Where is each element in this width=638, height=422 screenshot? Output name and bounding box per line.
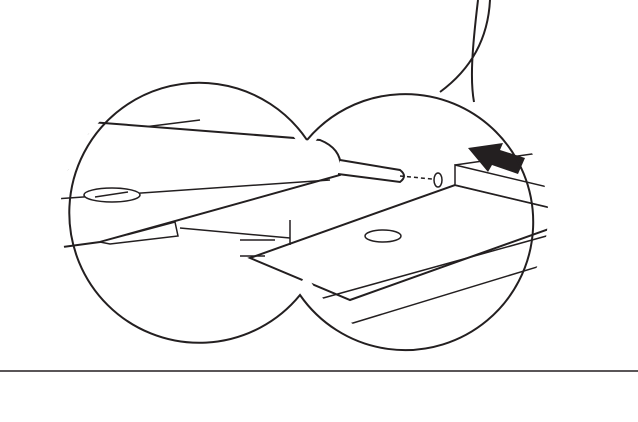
detail-content: [60, 117, 548, 331]
callout-tail: [439, 0, 491, 103]
panel-hole-side: [433, 172, 443, 188]
callout-bubble: [68, 81, 535, 352]
pin-tool: [60, 117, 342, 251]
panel-hole: [364, 229, 402, 243]
push-arrow-icon: [468, 143, 525, 174]
shelf-board: [247, 183, 548, 302]
